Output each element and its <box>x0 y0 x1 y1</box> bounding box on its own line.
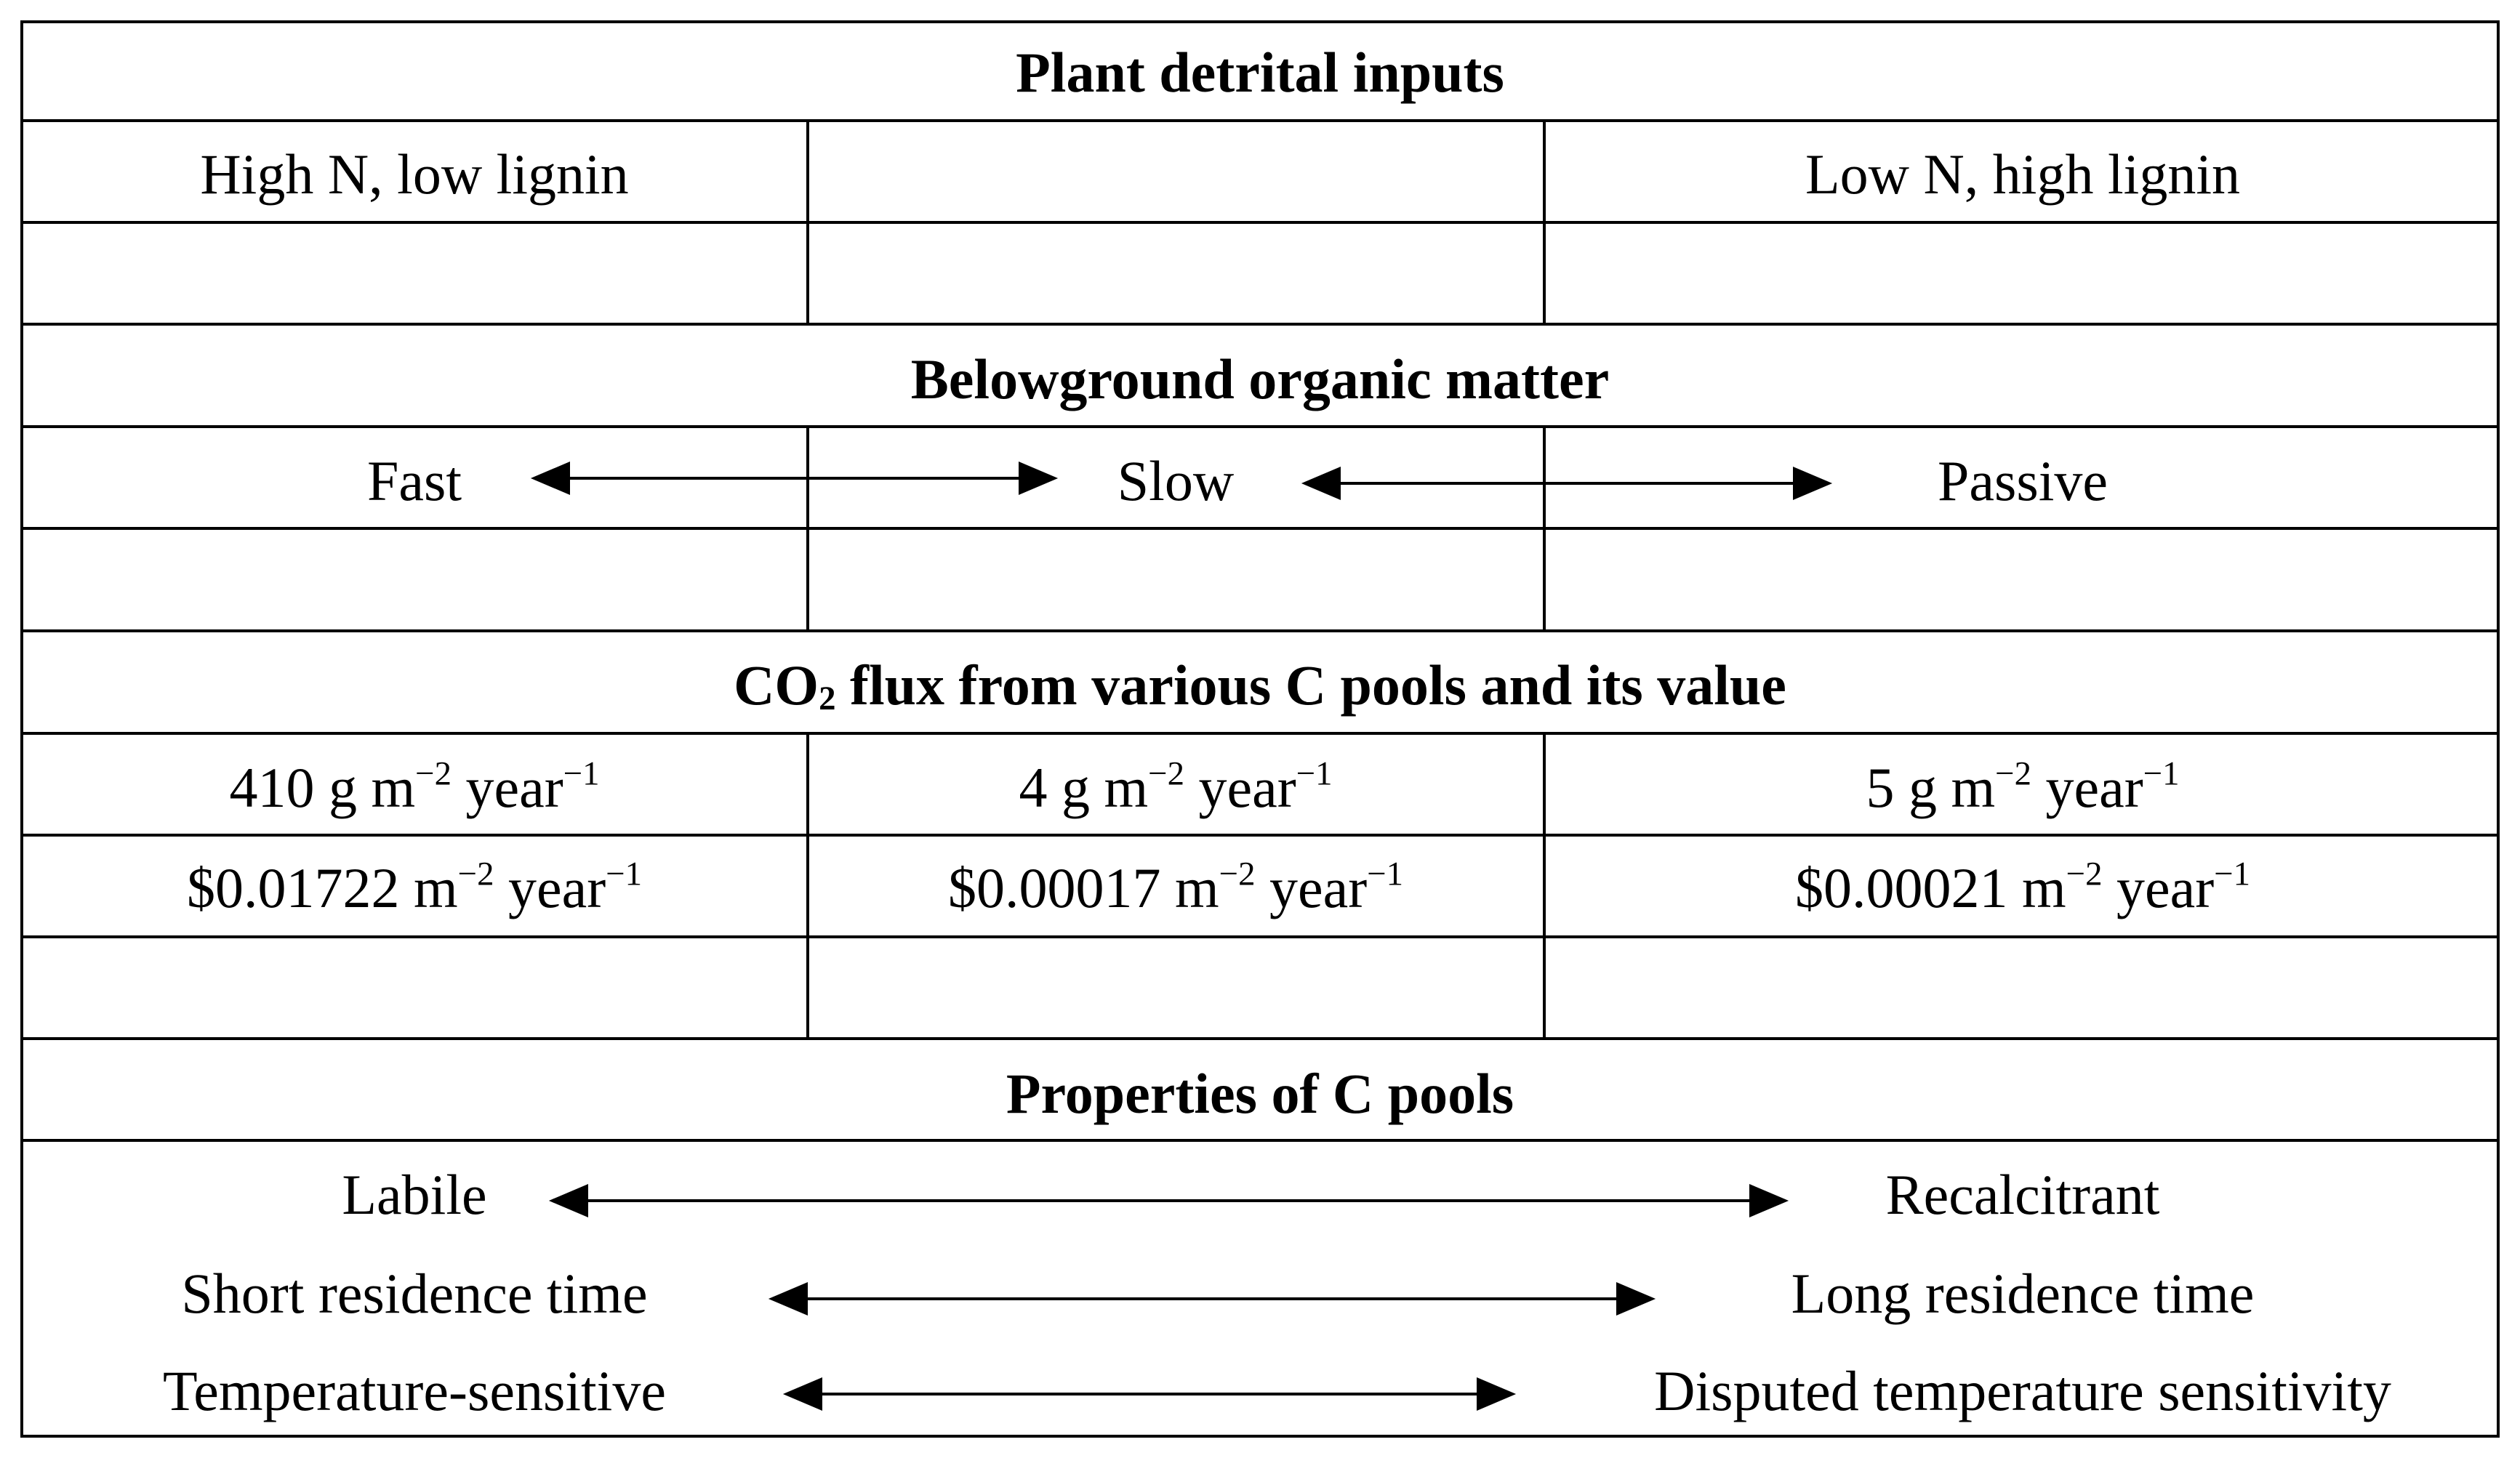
column-divider <box>1543 119 1546 323</box>
recalcitrant-label: Recalcitrant <box>1885 1163 2160 1226</box>
organic-matter-heading: Belowground organic matter <box>910 347 1610 411</box>
high-n-low-lignin-label: High N, low lignin <box>200 142 629 206</box>
table-frame <box>20 20 2500 1438</box>
cost-fast-value: $0.01722 m−2 year−1 <box>187 855 642 919</box>
plant-inputs-heading: Plant detrital inputs <box>1016 41 1504 104</box>
row-divider <box>20 119 2500 122</box>
row-divider <box>20 1139 2500 1142</box>
column-divider <box>806 119 809 323</box>
temperature-sensitive-label: Temperature-sensitive <box>163 1359 666 1422</box>
co2-flux-heading: CO2 flux from various C pools and its va… <box>734 653 1786 718</box>
flux-passive-value: 5 g m−2 year−1 <box>1866 754 2180 819</box>
disputed-sensitivity-label: Disputed temperature sensitivity <box>1654 1359 2391 1422</box>
labile-label: Labile <box>342 1163 487 1226</box>
column-divider <box>806 425 809 629</box>
pool-fast-label: Fast <box>366 449 462 512</box>
slow-passive-arrow <box>1301 466 1833 501</box>
column-divider <box>1543 425 1546 629</box>
row-divider <box>20 629 2500 632</box>
cost-passive-value: $0.00021 m−2 year−1 <box>1795 855 2250 919</box>
row-divider <box>20 221 2500 224</box>
temperature-sensitivity-arrow <box>782 1377 1517 1411</box>
row-divider <box>20 425 2500 428</box>
row-divider <box>20 935 2500 938</box>
long-residence-label: Long residence time <box>1791 1262 2255 1325</box>
row-divider <box>20 527 2500 530</box>
labile-recalcitrant-arrow <box>548 1183 1789 1218</box>
row-divider <box>20 323 2500 326</box>
flux-fast-value: 410 g m−2 year−1 <box>229 754 600 819</box>
low-n-high-lignin-label: Low N, high lignin <box>1805 142 2240 206</box>
fast-slow-arrow <box>530 461 1059 496</box>
row-divider <box>20 834 2500 837</box>
column-divider <box>1543 732 1546 1037</box>
properties-heading: Properties of C pools <box>1006 1062 1514 1125</box>
flux-slow-value: 4 g m−2 year−1 <box>1019 754 1333 819</box>
pool-passive-label: Passive <box>1938 449 2108 512</box>
row-divider <box>20 1037 2500 1040</box>
pool-slow-label: Slow <box>1117 449 1235 512</box>
short-residence-label: Short residence time <box>181 1262 648 1325</box>
row-divider <box>20 732 2500 735</box>
residence-time-arrow <box>768 1281 1656 1316</box>
cost-slow-value: $0.00017 m−2 year−1 <box>948 855 1403 919</box>
column-divider <box>806 732 809 1037</box>
